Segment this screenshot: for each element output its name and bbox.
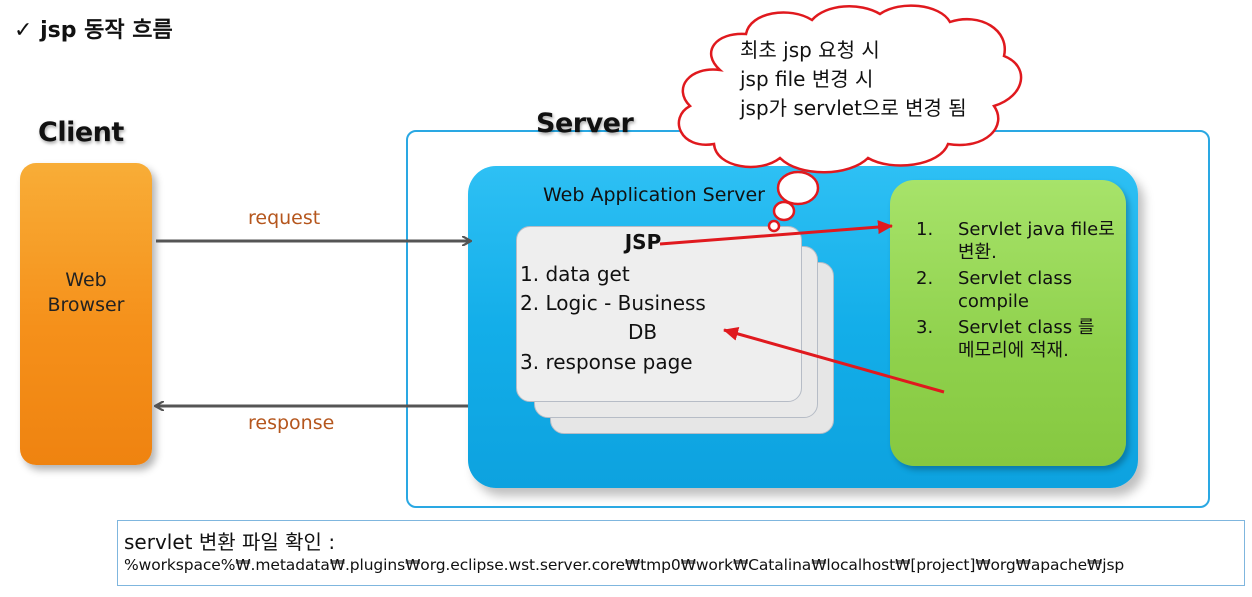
process-step-number: 3. [916, 317, 934, 338]
jsp-step-db: DB [628, 320, 658, 344]
request-label: request [248, 207, 321, 229]
page-heading: ✓ jsp 동작 흐름 [14, 18, 173, 43]
process-step-number: 2. [916, 268, 934, 289]
process-step: 2. Servlet class compile [916, 267, 1116, 313]
thought-cloud [677, 4, 1023, 233]
server-title: Server [536, 108, 634, 139]
jsp-step-data-get: 1. data get [520, 262, 630, 286]
servlet-process-box [890, 180, 1126, 466]
jsp-to-servlet-arrow [659, 220, 893, 246]
process-step-text: Servlet java file로 변환. [958, 219, 1115, 263]
process-step: 1. Servlet java file로 변환. [916, 218, 1116, 264]
process-step-text: Servlet class 를 메모리에 적재. [958, 317, 1095, 361]
process-step: 3. Servlet class 를 메모리에 적재. [916, 316, 1116, 362]
web-browser-box [20, 163, 152, 465]
was-title: Web Application Server [543, 184, 765, 206]
servlet-to-db-arrow [723, 327, 945, 394]
thought-cloud-text: 최초 jsp 요청 시 jsp file 변경 시 jsp가 servlet으로… [740, 38, 967, 120]
process-step-number: 1. [916, 219, 934, 240]
servlet-path-note-title: servlet 변환 파일 확인 : [124, 530, 336, 554]
response-label: response [248, 412, 335, 434]
jsp-step-response-page: 3. response page [520, 350, 693, 374]
servlet-path: %workspace%₩.metadata₩.plugins₩org.eclip… [124, 556, 1125, 574]
servlet-process-list: 1. Servlet java file로 변환. 2. Servlet cla… [916, 218, 1116, 365]
process-step-text: Servlet class compile [958, 268, 1073, 312]
web-browser-label: Web Browser [47, 269, 125, 316]
jsp-step-logic: 2. Logic - Business [520, 291, 706, 315]
jsp-card [516, 226, 802, 402]
jsp-card-title: JSP [624, 230, 662, 254]
client-title: Client [38, 117, 124, 148]
servlet-path-note-box [117, 520, 1245, 586]
